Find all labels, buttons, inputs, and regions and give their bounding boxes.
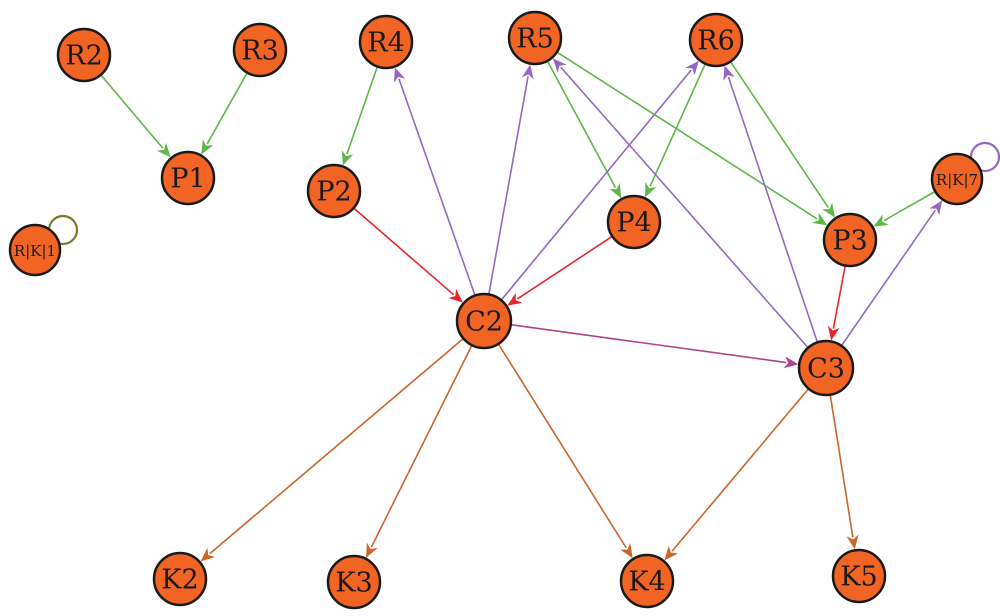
node-r6[interactable]: R6 bbox=[688, 12, 744, 68]
node-label: R2 bbox=[65, 41, 103, 72]
node-riki7[interactable]: R|K|7 bbox=[930, 152, 984, 206]
node-r3[interactable]: R3 bbox=[232, 22, 288, 78]
edge-c2-to-c3 bbox=[510, 323, 799, 369]
edge-p2-to-c2 bbox=[353, 207, 463, 303]
node-c3[interactable]: C3 bbox=[797, 339, 855, 397]
node-riki1[interactable]: R|K|1 bbox=[8, 223, 62, 277]
node-r4[interactable]: R4 bbox=[358, 14, 414, 70]
node-label: K3 bbox=[335, 568, 372, 599]
node-label: P4 bbox=[616, 208, 651, 239]
edge-r3-to-p1 bbox=[201, 72, 248, 155]
edge-r6-to-p3 bbox=[729, 61, 835, 218]
edge-c3-to-riki7 bbox=[840, 200, 943, 347]
edge-c2-to-k4 bbox=[497, 343, 633, 559]
edge-r5-to-p4 bbox=[546, 60, 622, 199]
edge-c2-to-r6 bbox=[500, 60, 699, 301]
node-p2[interactable]: P2 bbox=[306, 163, 362, 219]
node-label: R6 bbox=[697, 26, 735, 57]
node-p3[interactable]: P3 bbox=[822, 212, 878, 268]
node-label: R|K|7 bbox=[936, 171, 978, 189]
node-label: R3 bbox=[241, 36, 279, 67]
node-k5[interactable]: K5 bbox=[831, 548, 887, 604]
node-p4[interactable]: P4 bbox=[606, 194, 662, 250]
node-k2[interactable]: K2 bbox=[152, 551, 208, 607]
edge-c3-to-k4 bbox=[664, 388, 810, 561]
node-label: K5 bbox=[840, 562, 877, 593]
edge-c2-to-r4 bbox=[393, 67, 476, 296]
node-label: C2 bbox=[465, 307, 503, 338]
edges-layer bbox=[100, 51, 943, 562]
edge-p3-to-c3 bbox=[827, 265, 846, 341]
node-label: R4 bbox=[367, 28, 405, 59]
node-label: C3 bbox=[807, 354, 845, 385]
node-k3[interactable]: K3 bbox=[326, 554, 382, 610]
node-r2[interactable]: R2 bbox=[56, 27, 112, 83]
node-label: P3 bbox=[832, 226, 867, 257]
edge-c3-to-k5 bbox=[829, 394, 859, 550]
edge-p4-to-c2 bbox=[507, 235, 613, 306]
edge-r2-to-p1 bbox=[100, 74, 171, 158]
edge-r5-to-p3 bbox=[556, 51, 828, 226]
edge-c3-to-r5 bbox=[552, 58, 809, 349]
node-p1[interactable]: P1 bbox=[160, 150, 216, 206]
edge-c2-to-r5 bbox=[488, 64, 534, 295]
node-label: P1 bbox=[170, 164, 205, 195]
edge-c3-to-r6 bbox=[723, 65, 819, 343]
edge-r6-to-p4 bbox=[645, 63, 707, 198]
node-k4[interactable]: K4 bbox=[619, 553, 675, 609]
node-label: R5 bbox=[516, 24, 554, 55]
node-c2[interactable]: C2 bbox=[455, 292, 513, 350]
edge-riki7-to-p3 bbox=[873, 190, 936, 227]
node-label: R|K|1 bbox=[14, 242, 56, 260]
edge-c2-to-k3 bbox=[366, 344, 473, 558]
node-label: P2 bbox=[316, 177, 351, 208]
node-label: K4 bbox=[628, 567, 665, 598]
edge-c2-to-k2 bbox=[200, 337, 464, 562]
node-r5[interactable]: R5 bbox=[507, 10, 563, 66]
edge-r4-to-p2 bbox=[341, 66, 379, 166]
node-label: K2 bbox=[161, 565, 198, 596]
